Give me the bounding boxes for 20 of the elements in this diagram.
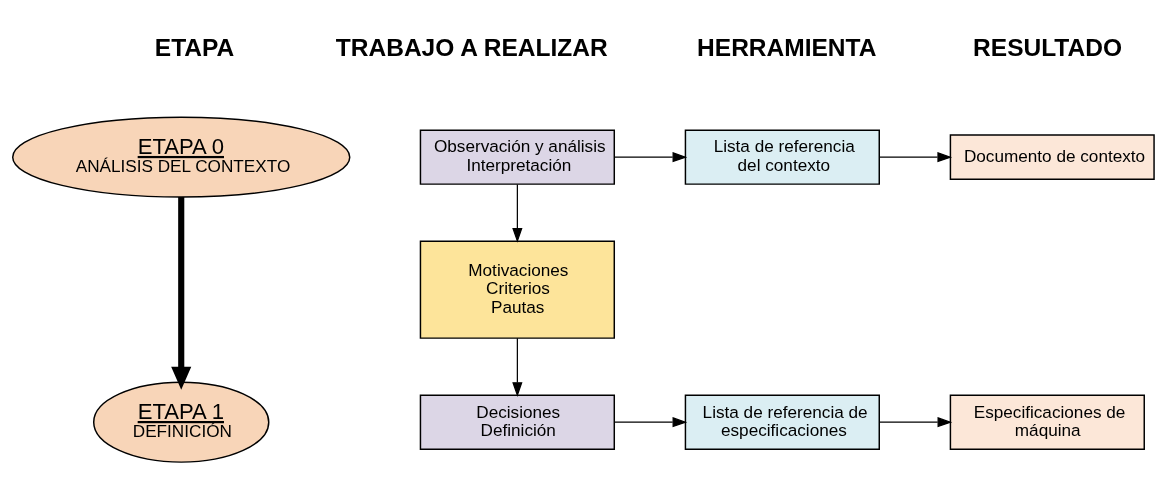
arrow [614,151,688,162]
node-box: Lista de referencia de especificaciones [684,393,880,450]
label: HERRAMIENTA [697,33,877,61]
node-box: Motivaciones Criterios Pautas [419,239,615,339]
node-box: Especificaciones de máquina [949,393,1145,450]
arrow [878,151,953,162]
node-box: Observación y análisis Interpretación [419,128,615,185]
arrow [879,416,953,427]
node-box: Lista de referencia del contexto [684,128,880,185]
node-box: Documento de contexto [949,133,1155,180]
node-box: Decisiones Definición [419,393,615,450]
arrow [512,183,523,243]
arrow [614,416,688,427]
label: TRABAJO A REALIZAR [335,33,608,61]
arrow [171,196,192,390]
node-ellipse: ETAPA 1 DEFINICIÓN [92,381,270,463]
label: RESULTADO [973,33,1123,61]
label: ETAPA [154,33,235,61]
node-ellipse: ETAPA 0 ANÁLISIS DEL CONTEXTO [12,115,351,198]
arrow [512,337,523,397]
